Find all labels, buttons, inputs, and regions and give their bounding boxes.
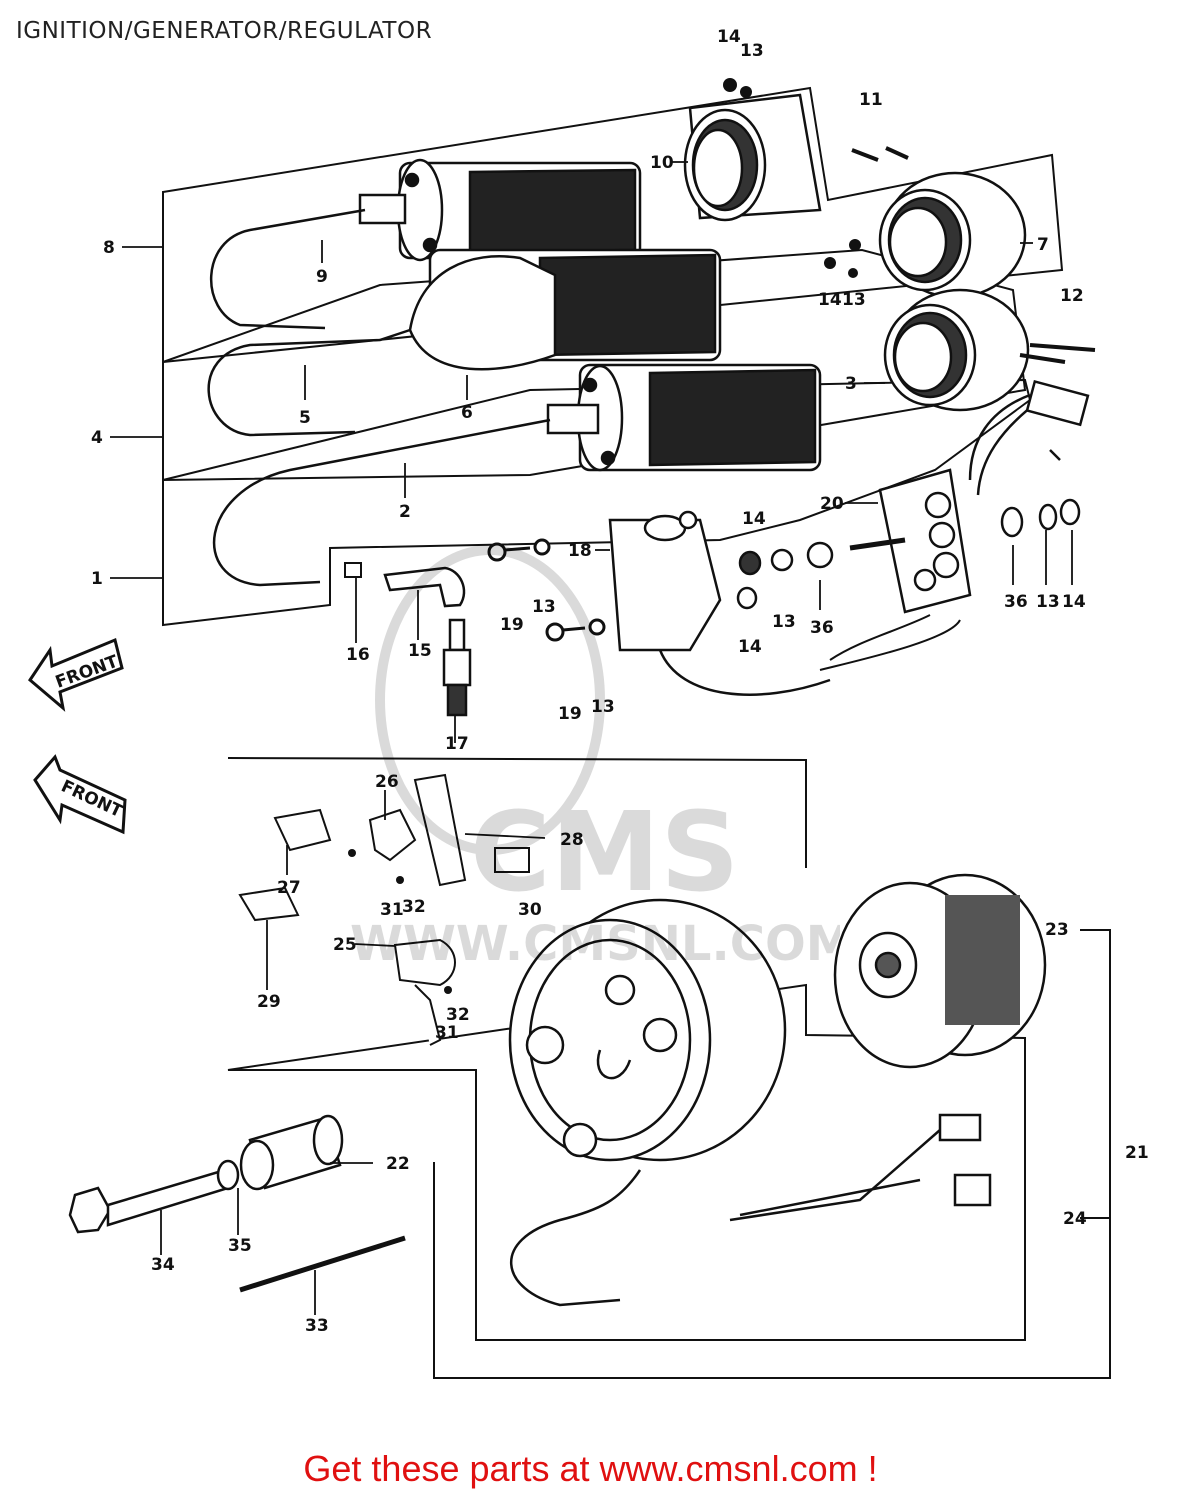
rod-33 <box>239 1235 406 1293</box>
spark-plug-17 <box>442 618 472 717</box>
callout-16: 16 <box>346 645 370 665</box>
callout-15: 15 <box>408 641 432 661</box>
callout-27: 27 <box>277 878 301 898</box>
callout-labels: 14 13 11 10 8 9 7 14 13 12 5 6 3 4 2 20 … <box>91 27 1149 1336</box>
callout-11: 11 <box>859 90 883 110</box>
coil-bracket-3 <box>883 288 1030 412</box>
callout-18: 18 <box>568 541 592 561</box>
washer-13-top <box>740 86 752 98</box>
screws-19 <box>487 538 606 642</box>
callout-29: 29 <box>257 992 281 1012</box>
callout-33: 33 <box>305 1316 329 1336</box>
callout-30: 30 <box>518 900 542 920</box>
coil-plate-lower-outline <box>162 378 1032 627</box>
callout-13f: 13 <box>591 697 615 717</box>
contact-breaker-parts <box>238 773 530 1046</box>
callout-8: 8 <box>103 238 115 258</box>
callout-7: 7 <box>1037 235 1049 255</box>
callout-32b: 32 <box>446 1005 470 1025</box>
callout-19b: 19 <box>558 704 582 724</box>
callout-20: 20 <box>820 494 844 514</box>
callout-13e: 13 <box>1036 592 1060 612</box>
promo-link[interactable]: Get these parts at www.cmsnl.com ! <box>303 1448 878 1489</box>
callout-4: 4 <box>91 428 103 448</box>
coil-bracket-10 <box>683 93 822 222</box>
page-title: IGNITION/GENERATOR/REGULATOR <box>16 18 433 44</box>
callout-1: 1 <box>91 569 103 589</box>
callout-13a: 13 <box>740 41 764 61</box>
bolts-11 <box>851 146 909 162</box>
callout-3: 3 <box>845 374 857 394</box>
callout-14c: 14 <box>742 509 766 529</box>
nut-14-top <box>723 78 737 92</box>
front-arrow-upper: FRONT <box>28 637 124 712</box>
stator-lead-wire <box>510 1129 941 1307</box>
connector-24a <box>938 1113 982 1142</box>
callout-32a: 32 <box>402 897 426 917</box>
coil-bracket-7 <box>878 171 1027 299</box>
condenser-18 <box>608 510 831 696</box>
front-arrow-lower: FRONT <box>33 754 127 835</box>
ignition-coil-lower <box>212 363 822 587</box>
wire-harness-upper <box>968 379 1090 496</box>
callout-13b: 13 <box>842 290 866 310</box>
rotor-23 <box>833 873 1047 1069</box>
callout-28: 28 <box>560 830 584 850</box>
callout-13d: 13 <box>772 612 796 632</box>
regulator-wires <box>819 614 961 671</box>
callout-5: 5 <box>299 408 311 428</box>
callout-14a: 14 <box>717 27 741 47</box>
stator-assembly <box>508 898 787 1162</box>
plug-cap-15 <box>383 566 466 608</box>
callout-31a: 31 <box>380 900 404 920</box>
callout-35: 35 <box>228 1236 252 1256</box>
callout-26: 26 <box>375 772 399 792</box>
leader-lines <box>110 161 1073 1315</box>
callout-24: 24 <box>1063 1209 1087 1229</box>
rubber-16 <box>344 562 362 578</box>
callout-14b: 14 <box>818 290 842 310</box>
ignition-coil-middle <box>207 248 722 437</box>
callout-22: 22 <box>386 1154 410 1174</box>
callout-10: 10 <box>650 153 674 173</box>
callout-36b: 36 <box>1004 592 1028 612</box>
callout-31b: 31 <box>435 1023 459 1043</box>
callout-2: 2 <box>399 502 411 522</box>
spacer-22 <box>239 1114 344 1191</box>
callout-17: 17 <box>445 734 469 754</box>
callout-14e: 14 <box>1062 592 1086 612</box>
callout-6: 6 <box>461 403 473 423</box>
regulator-20 <box>849 468 972 614</box>
connector-24b <box>953 1173 992 1207</box>
callout-9: 9 <box>316 267 328 287</box>
bolt-12 <box>1019 343 1096 364</box>
callout-23: 23 <box>1045 920 1069 940</box>
callout-34: 34 <box>151 1255 175 1275</box>
callout-13c: 13 <box>532 597 556 617</box>
callout-12: 12 <box>1060 286 1084 306</box>
washer-35 <box>216 1159 240 1191</box>
callout-21: 21 <box>1125 1143 1149 1163</box>
generator-group-frame <box>227 757 1026 1341</box>
callout-25: 25 <box>333 935 357 955</box>
callout-19a: 19 <box>500 615 524 635</box>
callout-14d: 14 <box>738 637 762 657</box>
callout-36a: 36 <box>810 618 834 638</box>
bolt-34 <box>68 1168 230 1234</box>
washers-right <box>736 498 1081 610</box>
